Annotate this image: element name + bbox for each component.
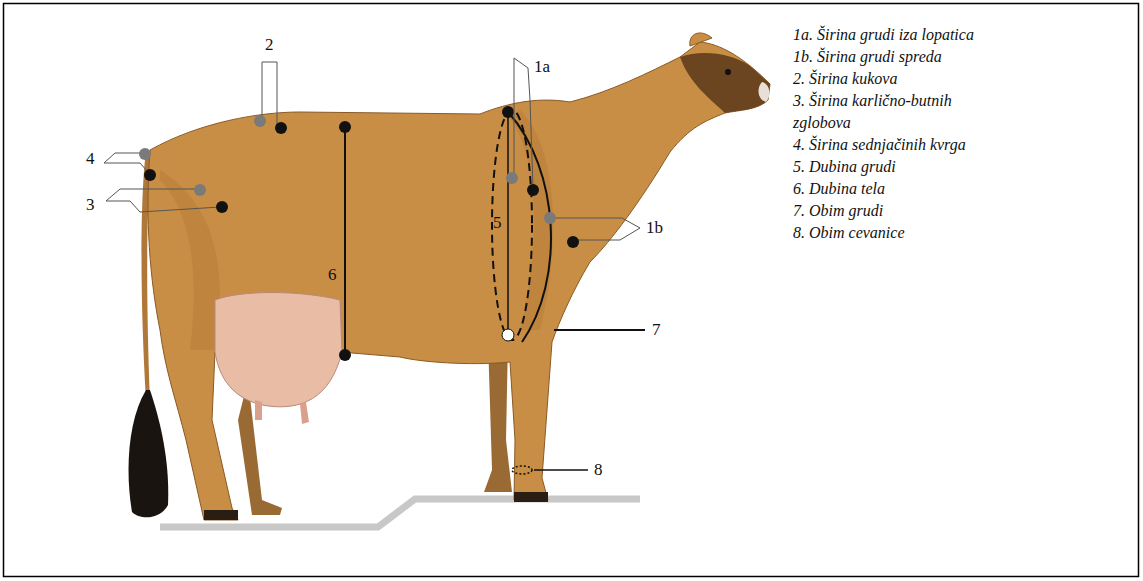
callout-number: 8 [594, 461, 603, 478]
legend-text: 2. Širina kukova [793, 68, 975, 90]
callout-number: 5 [493, 214, 502, 231]
callout-number: 7 [652, 321, 661, 338]
legend-text: 3. Širina karlično-butnih zglobova [793, 90, 975, 134]
callout-number: 2 [265, 36, 274, 53]
legend-column: 1a. Širina grudi iza lopatica1b. Širina … [793, 24, 975, 244]
legend-text: 8. Obim cevanice [793, 222, 975, 244]
legend-text: 1b. Širina grudi spreda [793, 46, 975, 68]
callout-number: 3 [86, 196, 95, 213]
legend-text: 4. Širina sednjačinih kvrga [793, 134, 975, 156]
callout-number: 1b [646, 219, 663, 236]
legend-text: 1a. Širina grudi iza lopatica [793, 24, 975, 46]
callout-number: 1a [534, 58, 550, 75]
legend-text: 6. Dubina tela [793, 178, 975, 200]
legend-text: 5. Dubina grudi [793, 156, 975, 178]
callout-number: 6 [328, 266, 337, 283]
callout-number: 4 [86, 150, 95, 167]
legend-text: 7. Obim grudi [793, 200, 975, 222]
